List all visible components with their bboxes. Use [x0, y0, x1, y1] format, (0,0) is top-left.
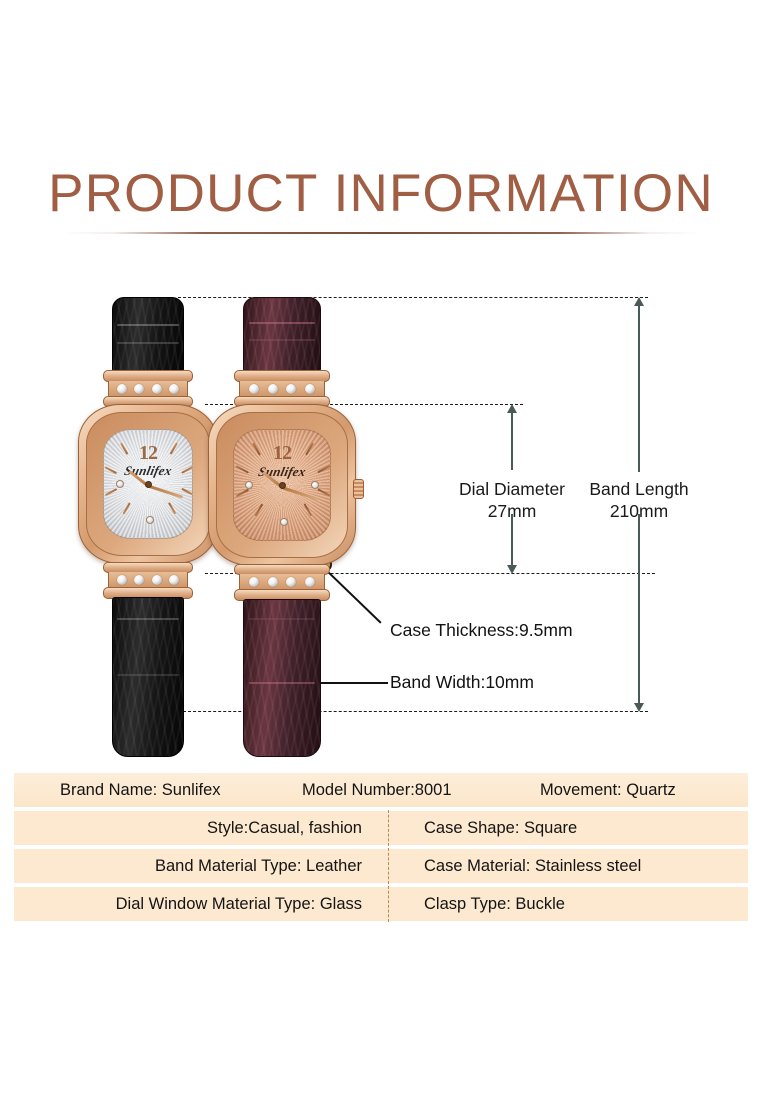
- dial-numeral-12: 12: [139, 441, 158, 464]
- spec-clasp-type: Clasp Type: Buckle: [424, 894, 565, 913]
- dial-stone-left: [116, 479, 125, 488]
- strap-upper: [243, 297, 321, 372]
- strap-upper: [112, 297, 184, 372]
- spec-dial-window-material: Dial Window Material Type: Glass: [115, 894, 362, 913]
- column-divider: [388, 848, 389, 884]
- dial-diameter-line-lower: [511, 514, 513, 570]
- crystal-stone: [248, 577, 259, 587]
- column-divider: [388, 810, 389, 846]
- crystal-stone: [286, 577, 297, 587]
- crystal-stone: [305, 577, 316, 587]
- crystal-stone: [116, 384, 127, 394]
- dial-stone-bottom: [280, 518, 289, 526]
- watch-dial: 12 Sunlifex: [233, 429, 331, 541]
- strap-lower: [112, 597, 184, 757]
- spec-style: Style:Casual, fashion: [206, 818, 362, 837]
- watch-dial: 12 Sunlifex: [103, 429, 193, 539]
- table-row: Brand Name: Sunlifex Model Number:8001 M…: [14, 773, 748, 807]
- case-bezel: 12 Sunlifex: [216, 412, 348, 558]
- case-thickness-label: Case Thickness:9.5mm: [390, 620, 573, 640]
- watch-crown: [353, 478, 364, 499]
- band-length-title: Band Length: [589, 479, 689, 499]
- band-length-arrow-down: [634, 703, 644, 712]
- spec-band-material: Band Material Type: Leather: [155, 856, 362, 875]
- crystal-stone: [305, 384, 316, 394]
- band-length-line-upper: [638, 302, 640, 472]
- crystal-stone: [169, 384, 180, 394]
- case-bezel: 12 Sunlifex: [86, 412, 210, 556]
- crystal-stone: [169, 575, 180, 585]
- crystal-stone: [151, 384, 162, 394]
- band-width-leader: [270, 682, 388, 684]
- dial-stone-bottom: [146, 516, 155, 525]
- table-row: Band Material Type: Leather Case Materia…: [14, 848, 748, 884]
- crystal-stone: [134, 575, 145, 585]
- dial-diameter-arrow-down: [507, 565, 517, 574]
- guide-band-bottom: [178, 711, 648, 712]
- gem-row-top: [108, 381, 188, 397]
- spec-movement: Movement: Quartz: [540, 780, 676, 799]
- spec-case-shape: Case Shape: Square: [424, 818, 578, 837]
- crystal-stone: [267, 577, 278, 587]
- title-divider: [62, 232, 700, 234]
- guide-band-top: [178, 297, 648, 298]
- spec-brand-name: Brand Name: Sunlifex: [60, 780, 221, 799]
- crystal-stone: [151, 575, 162, 585]
- dial-stone-left: [244, 480, 253, 489]
- minute-hand: [147, 484, 184, 499]
- watch-case: 12 Sunlifex: [78, 404, 218, 564]
- table-row: Dial Window Material Type: Glass Clasp T…: [14, 886, 748, 922]
- watch-silver-dial: 12 Sunlifex: [78, 297, 218, 757]
- spec-model-number: Model Number:8001: [302, 780, 452, 799]
- dial-diameter-title: Dial Diameter: [459, 479, 565, 499]
- product-illustration: 12 Sunlifex: [0, 252, 762, 757]
- table-row: Style:Casual, fashion Case Shape: Square: [14, 810, 748, 846]
- gem-row-bottom: [239, 574, 325, 590]
- spec-case-material: Case Material: Stainless steel: [424, 856, 642, 875]
- gem-row-top: [239, 381, 325, 397]
- page-title: PRODUCT INFORMATION: [48, 164, 714, 223]
- dial-diameter-line-upper: [511, 408, 513, 470]
- hand-pivot: [144, 480, 152, 488]
- band-length-label: Band Length 210mm: [568, 478, 710, 522]
- watch-case: 12 Sunlifex: [208, 404, 364, 566]
- guide-case-top: [205, 404, 523, 405]
- dial-diameter-arrow-up: [507, 404, 517, 413]
- crystal-stone: [286, 384, 297, 394]
- crystal-stone: [134, 384, 145, 394]
- specification-table: Brand Name: Sunlifex Model Number:8001 M…: [14, 773, 748, 925]
- strap-lower: [243, 599, 321, 757]
- band-length-line-lower: [638, 514, 640, 706]
- crystal-stone: [116, 575, 127, 585]
- band-width-label: Band Width:10mm: [390, 672, 534, 692]
- band-length-value: 210mm: [609, 501, 669, 521]
- gem-row-bottom: [108, 572, 188, 588]
- watch-rose-dial: 12 Sunlifex: [208, 297, 364, 757]
- guide-case-bottom: [205, 573, 655, 574]
- column-divider: [388, 886, 389, 922]
- hand-pivot: [278, 481, 286, 489]
- dial-diameter-label: Dial Diameter 27mm: [441, 478, 583, 522]
- dial-numeral-12: 12: [273, 442, 292, 465]
- crystal-stone: [267, 384, 278, 394]
- band-length-arrow-up: [634, 297, 644, 306]
- dial-diameter-value: 27mm: [487, 501, 537, 521]
- dial-stone-right: [311, 480, 320, 489]
- crystal-stone: [248, 384, 259, 394]
